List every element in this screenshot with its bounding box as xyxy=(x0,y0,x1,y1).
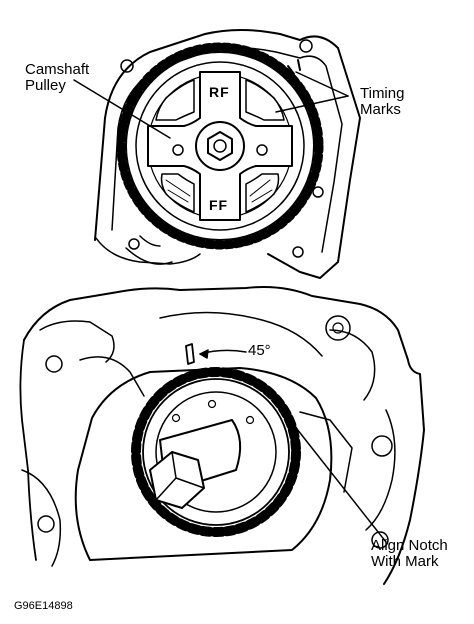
top-bolt-upper-right xyxy=(299,39,313,53)
label-align-line1: Align Notch xyxy=(371,537,448,554)
block-bolt-1-core xyxy=(332,322,344,334)
block-rib-5 xyxy=(365,409,396,531)
pulley-stamp-rf: RF xyxy=(209,84,230,100)
leader-align-notch xyxy=(281,409,387,543)
crank-sprocket-teeth xyxy=(131,367,301,537)
leader-timing-mark-1 xyxy=(275,95,349,113)
top-bolt-lower-right xyxy=(292,246,304,258)
block-bolt-1 xyxy=(325,315,351,341)
block-rib-4 xyxy=(329,329,376,401)
leader-timing-mark-2 xyxy=(295,71,349,97)
block-outline-top xyxy=(23,286,425,585)
label-camshaft-line2: Pulley xyxy=(25,77,66,94)
crank-alignment-mark xyxy=(185,343,195,365)
top-bolt-lower-left xyxy=(128,238,140,250)
cam-pin-left xyxy=(172,144,184,156)
angle-arrowhead xyxy=(199,349,209,359)
top-view xyxy=(73,29,361,279)
block-bolt-5 xyxy=(371,531,389,549)
cam-center-bolt-core xyxy=(213,139,227,153)
crank-washer-hole-2 xyxy=(207,399,217,409)
seal-housing-plate xyxy=(74,367,333,561)
crank-washer-hole-1 xyxy=(171,413,181,423)
label-timing-line1: Timing xyxy=(360,85,405,102)
top-housing-rib xyxy=(125,235,173,265)
bottom-view xyxy=(19,286,425,585)
cam-pin-right xyxy=(256,144,268,156)
figure-code: G96E14898 xyxy=(14,600,73,612)
cam-pulley-outer-rim xyxy=(125,51,315,241)
label-align-line2: With Mark xyxy=(371,553,439,570)
leader-camshaft-pulley xyxy=(73,79,171,139)
block-rib-7 xyxy=(299,411,353,493)
label-align-notch: Align Notch With Mark xyxy=(371,538,448,570)
cam-pulley-teeth-ring xyxy=(116,42,324,250)
block-rib-1 xyxy=(39,320,115,363)
label-angle-45: 45° xyxy=(248,342,271,359)
block-rib-3 xyxy=(159,311,323,357)
top-bolt-upper-left xyxy=(120,59,134,73)
crank-sprocket-notch xyxy=(277,403,287,411)
cam-window-shading xyxy=(165,179,273,203)
cam-window-upper-left xyxy=(155,79,195,121)
crank-washer-hole-3 xyxy=(245,415,255,425)
crank-bolt-hex-face xyxy=(155,451,205,501)
cam-window-lower-left xyxy=(160,173,195,213)
block-bolt-2 xyxy=(371,435,393,457)
label-timing-marks: Timing Marks xyxy=(360,86,404,118)
block-outline-left xyxy=(19,339,37,561)
pulley-stamp-ff: FF xyxy=(209,197,229,213)
cam-pulley-inner-rim xyxy=(135,61,305,231)
block-rib-2 xyxy=(79,356,145,397)
block-bolt-4 xyxy=(37,515,55,533)
label-timing-line2: Marks xyxy=(360,101,401,118)
top-housing-outline xyxy=(94,29,361,279)
label-camshaft-line1: Camshaft xyxy=(25,61,90,78)
cam-window-upper-right xyxy=(245,79,285,121)
crank-sprocket-rim xyxy=(142,378,290,526)
label-camshaft-pulley: Camshaft Pulley xyxy=(25,62,89,94)
cam-timing-mark-notch xyxy=(287,59,301,75)
block-rib-6 xyxy=(21,469,62,567)
cam-window-lower-right xyxy=(245,173,280,213)
cam-center-bolt-head xyxy=(207,131,233,161)
block-bolt-3 xyxy=(45,355,63,373)
top-bolt-right xyxy=(312,186,324,198)
